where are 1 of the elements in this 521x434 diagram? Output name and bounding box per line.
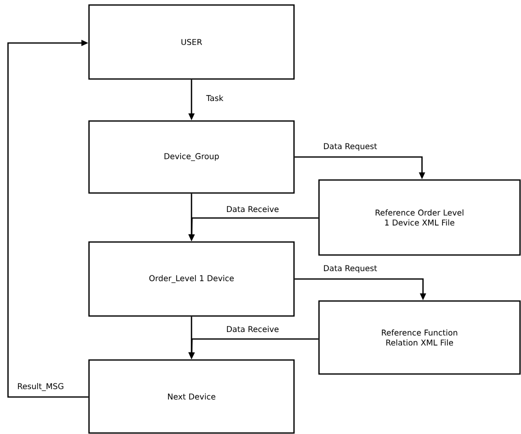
arrow [7,40,88,398]
